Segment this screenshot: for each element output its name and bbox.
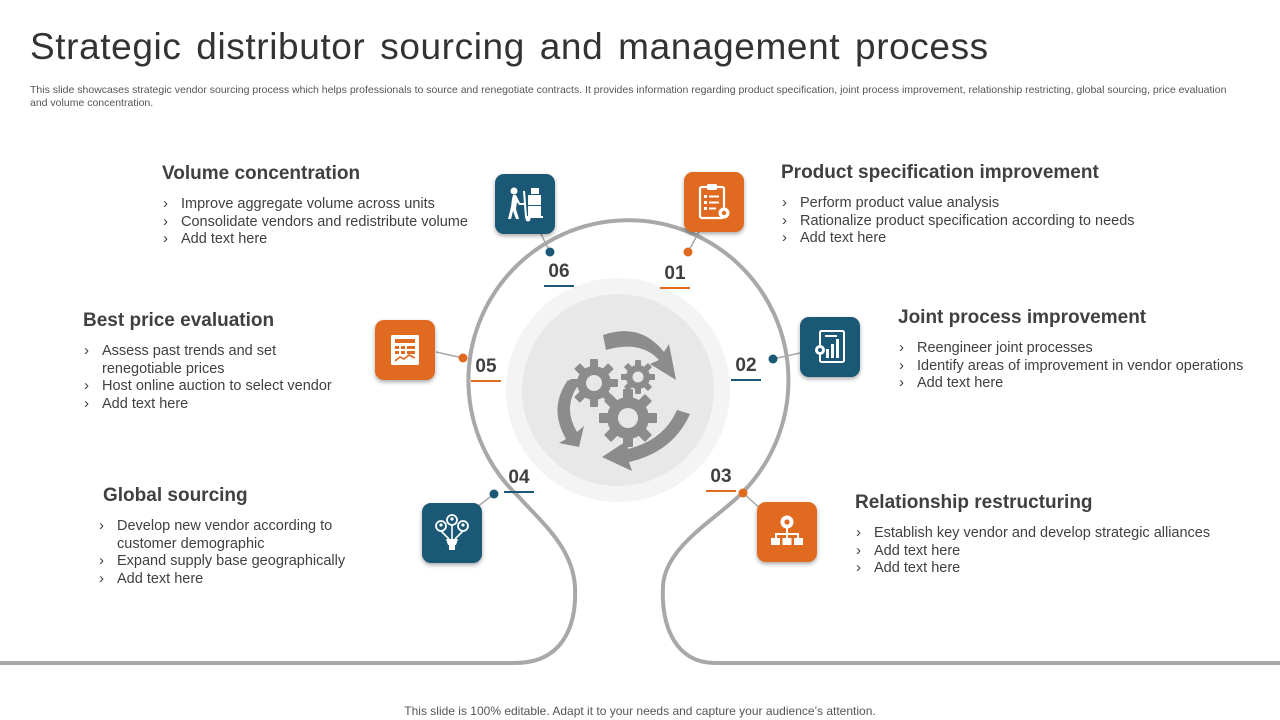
step-04-point: Expand supply base geographically [98,552,363,571]
step-05-point: Assess past trends and set renegotiable … [83,342,343,378]
step-section-04: Global sourcing Develop new vendor accor… [98,485,363,588]
step-03-point: Add text here [855,559,1210,578]
step-06-point: Improve aggregate volume across units [162,195,468,214]
step-icon-box-02 [800,317,860,377]
step-heading-03: Relationship restructuring [855,492,1093,513]
worker-hand-truck-icon [508,187,543,222]
connector-05 [435,351,464,359]
step-01-point: Rationalize product specification accord… [781,212,1135,231]
track-dot-05 [458,353,468,363]
step-06-point: Consolidate vendors and redistribute vol… [162,213,468,232]
step-04-point: Develop new vendor according to customer… [98,517,363,553]
step-heading-02: Joint process improvement [898,307,1147,328]
step-icon-box-01 [684,172,744,232]
step-02-point: Reengineer joint processes [898,339,1243,358]
step-number-04: 04 [504,467,534,493]
slide-description: This slide showcases strategic vendor so… [30,84,1227,109]
invoice-calculator-icon [391,335,419,365]
step-02-point: Identify areas of improvement in vendor … [898,357,1243,376]
step-section-01: Product specification improvement Perfor… [781,162,1135,248]
step-icon-box-04 [422,503,482,563]
slide-footer: This slide is 100% editable. Adapt it to… [404,704,876,718]
gears [570,359,657,447]
track-dot-04 [489,489,499,499]
step-02-point: Add text here [898,374,1243,393]
step-01-point: Perform product value analysis [781,194,1135,213]
step-06-point: Add text here [162,230,468,249]
slide-title: Strategic distributor sourcing and manag… [30,26,989,67]
step-heading-01: Product specification improvement [781,162,1099,183]
org-hierarchy-gear-icon [771,515,803,545]
step-icon-box-03 [757,502,817,562]
step-heading-06: Volume concentration [162,163,361,184]
track-dot-02 [768,354,778,364]
people-network-icon [435,514,469,550]
step-01-point: Add text here [781,229,1135,248]
step-05-point: Host online auction to select vendor [83,377,343,396]
cycle-gears-icon [557,331,690,471]
report-chart-gear-icon [815,330,845,363]
step-number-01: 01 [660,263,690,289]
track-dot-06 [545,247,555,257]
track-dot-01 [683,247,693,257]
step-03-point: Add text here [855,542,1210,561]
step-heading-05: Best price evaluation [83,310,275,331]
step-04-point: Add text here [98,570,363,589]
step-icon-box-06 [495,174,555,234]
step-heading-04: Global sourcing [103,485,248,506]
process-track [466,218,791,665]
step-05-point: Add text here [83,395,343,414]
step-section-05: Best price evaluation Assess past trends… [83,310,343,413]
track-dot-03 [738,488,748,498]
step-icon-box-05 [375,320,435,380]
connector-02 [772,352,801,360]
step-number-03: 03 [706,466,736,492]
step-number-02: 02 [731,355,761,381]
clipboard-checklist-icon [698,184,730,220]
step-section-03: Relationship restructuring Establish key… [855,492,1210,578]
step-03-point: Establish key vendor and develop strateg… [855,524,1210,543]
step-section-02: Joint process improvement Reengineer joi… [898,307,1243,393]
step-section-06: Volume concentration Improve aggregate v… [162,163,468,249]
step-number-05: 05 [471,356,501,382]
step-number-06: 06 [544,261,574,287]
